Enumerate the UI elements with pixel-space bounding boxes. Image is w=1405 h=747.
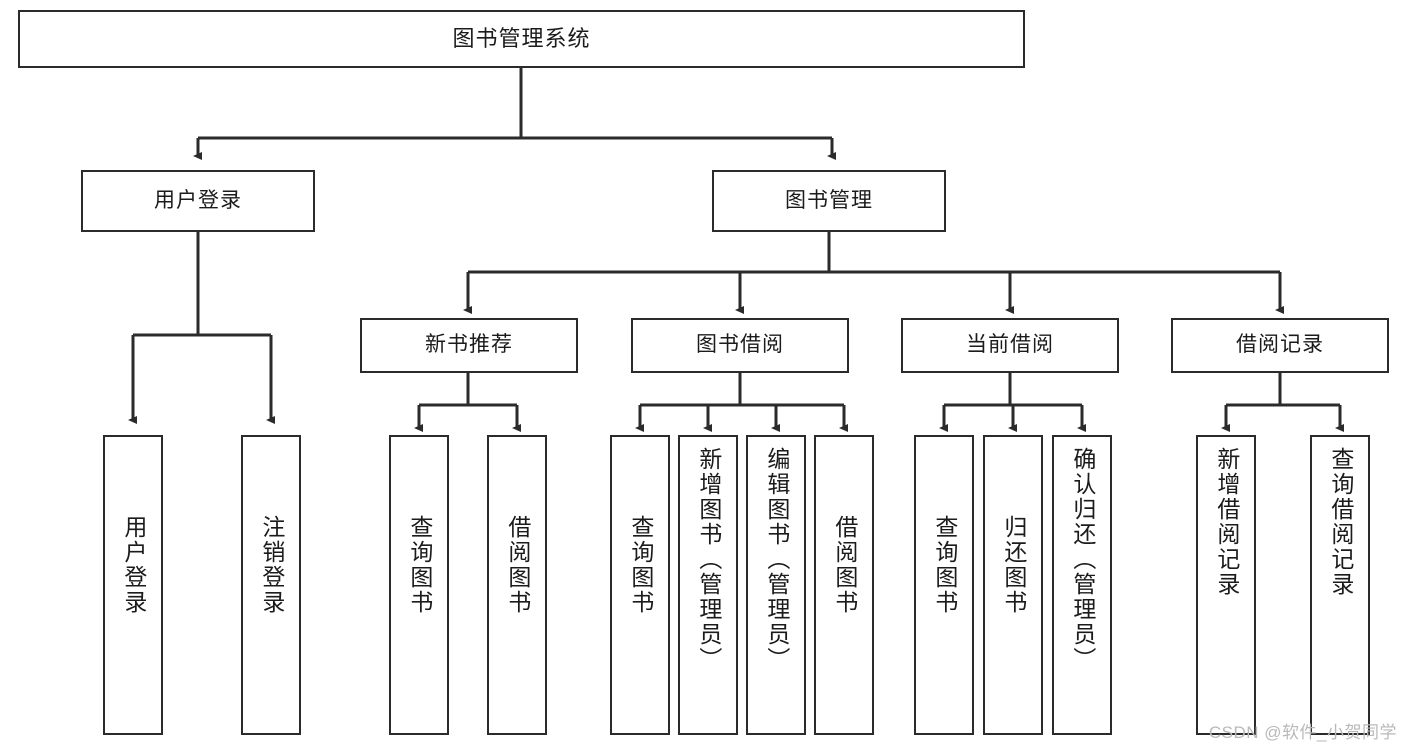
node-label: 图书管理系统 <box>452 26 591 52</box>
node-label: 注销登录 <box>258 515 285 615</box>
node-label: 新增借阅记录 <box>1213 447 1240 597</box>
node-book-management-system[interactable]: 图书管理系统 <box>18 10 1025 68</box>
node-book-borrow[interactable]: 图书借阅 <box>631 318 849 373</box>
node-label: 用户登录 <box>154 188 242 212</box>
node-label: 查询图书 <box>627 515 654 615</box>
leaf-new-book-query[interactable]: 查询图书 <box>389 435 449 735</box>
node-user-login[interactable]: 用户登录 <box>81 170 315 232</box>
node-label: 图书借阅 <box>696 333 784 357</box>
node-label: 查询图书 <box>406 515 433 615</box>
leaf-current-confirm-return-admin[interactable]: 确认归还（管理员） <box>1052 435 1112 735</box>
node-label: 图书管理 <box>785 188 873 212</box>
leaf-new-book-borrow[interactable]: 借阅图书 <box>487 435 547 735</box>
node-label: 借阅图书 <box>831 515 858 615</box>
node-label: 归还图书 <box>1000 515 1027 615</box>
leaf-current-query-book[interactable]: 查询图书 <box>914 435 974 735</box>
leaf-logout-login[interactable]: 注销登录 <box>241 435 301 735</box>
node-label: 编辑图书（管理员） <box>763 447 790 672</box>
leaf-record-query[interactable]: 查询借阅记录 <box>1310 435 1370 735</box>
node-label: 当前借阅 <box>966 333 1054 357</box>
node-label: 查询借阅记录 <box>1327 447 1354 597</box>
node-label: 用户登录 <box>120 515 147 615</box>
leaf-borrow-edit-book-admin[interactable]: 编辑图书（管理员） <box>746 435 806 735</box>
leaf-borrow-borrow-book[interactable]: 借阅图书 <box>814 435 874 735</box>
leaf-current-return-book[interactable]: 归还图书 <box>983 435 1043 735</box>
node-book-management[interactable]: 图书管理 <box>712 170 946 232</box>
node-label: 查询图书 <box>931 515 958 615</box>
watermark: CSDN @软件_小贺同学 <box>1208 723 1397 742</box>
node-label: 借阅记录 <box>1236 333 1324 357</box>
leaf-record-add[interactable]: 新增借阅记录 <box>1196 435 1256 735</box>
node-current-borrow[interactable]: 当前借阅 <box>901 318 1119 373</box>
leaf-user-login[interactable]: 用户登录 <box>103 435 163 735</box>
node-label: 借阅图书 <box>504 515 531 615</box>
node-label: 新增图书（管理员） <box>695 447 722 672</box>
leaf-borrow-add-book-admin[interactable]: 新增图书（管理员） <box>678 435 738 735</box>
node-label: 确认归还（管理员） <box>1069 447 1096 672</box>
node-new-book-recommend[interactable]: 新书推荐 <box>360 318 578 373</box>
leaf-borrow-query-book[interactable]: 查询图书 <box>610 435 670 735</box>
node-borrow-record[interactable]: 借阅记录 <box>1171 318 1389 373</box>
node-label: 新书推荐 <box>425 333 513 357</box>
